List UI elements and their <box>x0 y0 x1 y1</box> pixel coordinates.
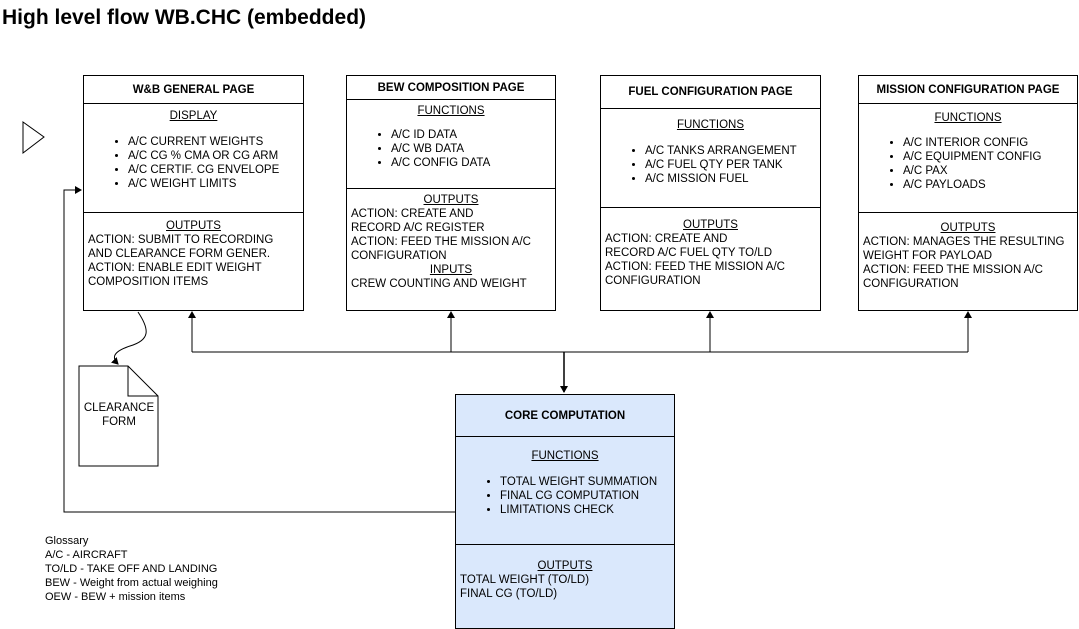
list-item: A/C TANKS ARRANGEMENT <box>645 144 820 158</box>
list-item: A/C MISSION FUEL <box>645 172 820 186</box>
glossary-line: A/C - AIRCRAFT <box>45 549 128 561</box>
triangle-play-icon <box>22 121 45 155</box>
list-item: A/C PAYLOADS <box>903 178 1077 192</box>
fuel-configuration-header: FUEL CONFIGURATION PAGE <box>601 76 820 109</box>
functions-label: FUNCTIONS <box>934 112 1002 124</box>
functions-label: FUNCTIONS <box>676 119 745 131</box>
wb-general-page-box: W&B GENERAL PAGE DISPLAY A/C CURRENT WEI… <box>83 75 304 311</box>
output-line: RECORD A/C REGISTER <box>351 222 485 234</box>
document-icon <box>78 365 159 467</box>
inputs-label: INPUTS <box>429 264 473 276</box>
list-item: A/C CONFIG DATA <box>391 156 555 170</box>
output-line: ACTION: ENABLE EDIT WEIGHT <box>88 262 262 274</box>
output-line: ACTION: SUBMIT TO RECORDING <box>88 234 274 246</box>
glossary-line: TO/LD - TAKE OFF AND LANDING <box>45 563 218 575</box>
core-computation-header: CORE COMPUTATION <box>456 395 674 437</box>
functions-list: A/C INTERIOR CONFIG A/C EQUIPMENT CONFIG… <box>859 136 1077 192</box>
clearance-form-line: FORM <box>102 416 136 428</box>
outputs-label: OUTPUTS <box>683 219 738 231</box>
page-title: High level flow WB.CHC (embedded) <box>2 6 367 29</box>
output-line: CONFIGURATION <box>351 250 447 262</box>
list-item: A/C CG % CMA OR CG ARM <box>128 149 303 163</box>
fuel-outputs-section: OUTPUTS ACTION: CREATE AND RECORD A/C FU… <box>601 207 820 288</box>
glossary-line: BEW - Weight from actual weighing <box>45 577 218 589</box>
outputs-label: OUTPUTS <box>940 222 996 234</box>
display-label: DISPLAY <box>169 110 218 122</box>
wb-general-display-section: DISPLAY A/C CURRENT WEIGHTS A/C CG % CMA… <box>84 109 303 191</box>
output-line: AND CLEARANCE FORM GENER. <box>88 248 271 260</box>
mission-configuration-page-box: MISSION CONFIGURATION PAGE FUNCTIONS A/C… <box>858 75 1078 311</box>
mission-outputs-section: OUTPUTS ACTION: MANAGES THE RESULTING WE… <box>859 212 1077 291</box>
list-item: A/C FUEL QTY PER TANK <box>645 158 820 172</box>
functions-list: TOTAL WEIGHT SUMMATION FINAL CG COMPUTAT… <box>456 475 674 517</box>
output-line: CONFIGURATION <box>863 278 959 290</box>
glossary-line: OEW - BEW + mission items <box>45 591 186 603</box>
functions-list: A/C ID DATA A/C WB DATA A/C CONFIG DATA <box>347 128 555 170</box>
fuel-configuration-page-box: FUEL CONFIGURATION PAGE FUNCTIONS A/C TA… <box>600 75 821 311</box>
clearance-form-line: CLEARANCE <box>83 402 155 414</box>
wb-general-header: W&B GENERAL PAGE <box>84 76 303 104</box>
glossary: Glossary A/C - AIRCRAFT TO/LD - TAKE OFF… <box>45 534 218 604</box>
core-outputs-section: OUTPUTS TOTAL WEIGHT (TO/LD) FINAL CG (T… <box>456 544 674 601</box>
list-item: A/C WEIGHT LIMITS <box>128 177 303 191</box>
functions-label: FUNCTIONS <box>417 105 485 117</box>
mission-functions-section: FUNCTIONS A/C INTERIOR CONFIG A/C EQUIPM… <box>859 111 1077 192</box>
list-item: LIMITATIONS CHECK <box>500 503 674 517</box>
arrow-to-clearance-form <box>110 311 147 365</box>
output-line: COMPOSITION ITEMS <box>88 276 209 288</box>
display-list: A/C CURRENT WEIGHTS A/C CG % CMA OR CG A… <box>84 135 303 191</box>
bew-composition-page-box: BEW COMPOSITION PAGE FUNCTIONS A/C ID DA… <box>346 75 556 311</box>
output-line: WEIGHT FOR PAYLOAD <box>863 250 993 262</box>
list-item: A/C EQUIPMENT CONFIG <box>903 150 1077 164</box>
output-line: RECORD A/C FUEL QTY TO/LD <box>605 247 773 259</box>
fuel-functions-section: FUNCTIONS A/C TANKS ARRANGEMENT A/C FUEL… <box>601 118 820 186</box>
outputs-label: OUTPUTS <box>423 194 479 206</box>
bew-outputs-section: OUTPUTS ACTION: CREATE AND RECORD A/C RE… <box>347 188 555 291</box>
wb-general-outputs-section: OUTPUTS ACTION: SUBMIT TO RECORDING AND … <box>84 212 303 289</box>
list-item: A/C ID DATA <box>391 128 555 142</box>
output-line: ACTION: FEED THE MISSION A/C <box>605 261 785 273</box>
list-item: FINAL CG COMPUTATION <box>500 489 674 503</box>
outputs-label: OUTPUTS <box>166 220 221 232</box>
output-line: FINAL CG (TO/LD) <box>460 588 558 600</box>
bew-composition-header: BEW COMPOSITION PAGE <box>347 76 555 100</box>
glossary-line: Glossary <box>45 535 89 547</box>
feedback-arrow-to-wb-general <box>63 186 455 513</box>
output-line: CONFIGURATION <box>605 275 701 287</box>
functions-label: FUNCTIONS <box>531 450 599 462</box>
list-item: A/C INTERIOR CONFIG <box>903 136 1077 150</box>
output-line: ACTION: FEED THE MISSION A/C <box>863 264 1043 276</box>
output-line: ACTION: CREATE AND <box>351 208 474 220</box>
input-line: CREW COUNTING AND WEIGHT <box>351 278 527 290</box>
output-line: ACTION: MANAGES THE RESULTING <box>863 236 1065 248</box>
outputs-label: OUTPUTS <box>537 560 593 572</box>
list-item: A/C CERTIF. CG ENVELOPE <box>128 163 303 177</box>
output-line: ACTION: CREATE AND <box>605 233 728 245</box>
mission-configuration-header: MISSION CONFIGURATION PAGE <box>859 76 1077 104</box>
output-line: TOTAL WEIGHT (TO/LD) <box>460 574 590 586</box>
list-item: A/C PAX <box>903 164 1077 178</box>
list-item: TOTAL WEIGHT SUMMATION <box>500 475 674 489</box>
list-item: A/C CURRENT WEIGHTS <box>128 135 303 149</box>
bew-functions-section: FUNCTIONS A/C ID DATA A/C WB DATA A/C CO… <box>347 104 555 170</box>
functions-list: A/C TANKS ARRANGEMENT A/C FUEL QTY PER T… <box>601 144 820 186</box>
output-line: ACTION: FEED THE MISSION A/C <box>351 236 531 248</box>
core-functions-section: FUNCTIONS TOTAL WEIGHT SUMMATION FINAL C… <box>456 449 674 517</box>
clearance-form-label: CLEARANCE FORM <box>79 401 159 429</box>
core-computation-box: CORE COMPUTATION FUNCTIONS TOTAL WEIGHT … <box>455 394 675 629</box>
list-item: A/C WB DATA <box>391 142 555 156</box>
